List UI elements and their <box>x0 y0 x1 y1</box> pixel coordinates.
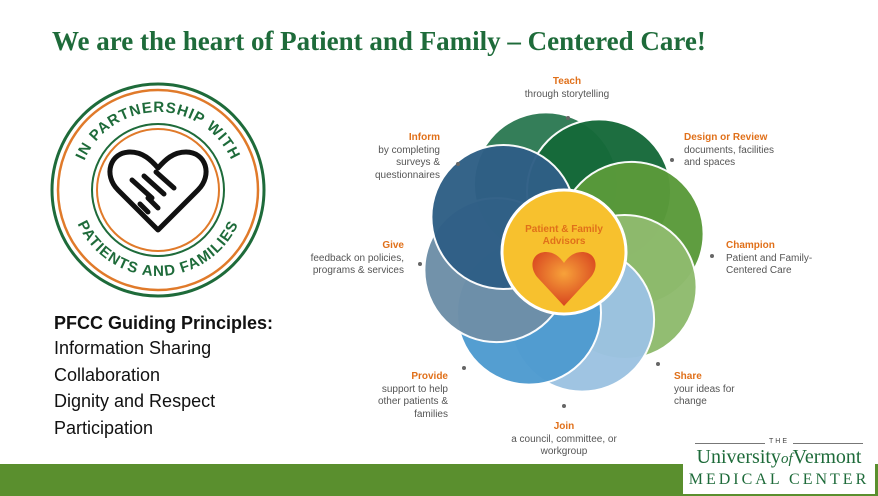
logo-rule-left <box>695 443 765 444</box>
logo-medical-center: MEDICAL CENTER <box>688 471 870 488</box>
role-text: support to help other patients & familie… <box>377 383 448 420</box>
role-give: Give feedback on policies, programs & se… <box>304 240 404 278</box>
role-heading: Teach <box>552 76 582 87</box>
role-inform: Inform by completing surveys & questionn… <box>358 132 440 182</box>
role-heading: Provide <box>411 371 448 382</box>
role-text: by completing surveys & questionnaires <box>374 144 440 181</box>
role-text: feedback on policies, programs & service… <box>310 252 404 277</box>
role-provide: Provide support to help other patients &… <box>364 371 448 421</box>
center-title-line2: Advisors <box>543 236 586 247</box>
role-join: Join a council, committee, or workgroup <box>498 421 630 459</box>
role-heading: Champion <box>726 240 775 251</box>
heart-icon <box>532 252 596 306</box>
guiding-principles: PFCC Guiding Principles: Information Sha… <box>54 311 314 441</box>
logo-word-of: of <box>780 451 793 467</box>
connector-dots <box>418 116 714 408</box>
logo-rule-right <box>793 443 863 444</box>
role-text: Patient and Family-Centered Care <box>726 252 813 277</box>
logo-university-line: UniversityofVermont <box>683 446 875 469</box>
logo-word-university: University <box>696 446 781 468</box>
advisor-roles-diagram: Patient & Family Advisors Teach through … <box>302 68 848 466</box>
center-title-line1: Patient & Family <box>525 224 603 235</box>
role-heading: Join <box>553 421 575 432</box>
logo-word-vermont: Vermont <box>792 446 862 468</box>
role-text: through storytelling <box>524 88 610 100</box>
slide-title: We are the heart of Patient and Family –… <box>52 26 706 56</box>
principle-item: Information Sharing <box>54 338 212 358</box>
role-champion: Champion Patient and Family-Centered Car… <box>726 240 821 278</box>
role-heading: Inform <box>408 132 440 143</box>
role-design: Design or Review documents, facilities a… <box>684 132 784 170</box>
badge-inner-ring-2 <box>96 128 220 252</box>
role-heading: Give <box>382 240 404 251</box>
role-heading: Share <box>674 371 702 382</box>
role-text: a council, committee, or workgroup <box>511 433 617 458</box>
badge-orange-ring <box>56 88 260 292</box>
principles-heading: PFCC Guiding Principles: <box>54 313 274 333</box>
center-circle <box>500 188 628 316</box>
heart-handshake-icon <box>107 149 209 233</box>
principle-item: Collaboration <box>54 364 161 385</box>
role-teach: Teach through storytelling <box>502 76 632 101</box>
role-share: Share your ideas for change <box>674 371 744 409</box>
role-text: documents, facilities and spaces <box>684 144 775 169</box>
badge-inner-ring-1 <box>91 123 225 257</box>
logo-the: THE <box>769 438 789 445</box>
uvm-medical-center-logo: THE UniversityofVermont MEDICAL CENTER <box>683 436 875 494</box>
principle-item: Participation <box>54 417 154 438</box>
flower-graphic: Patient & Family Advisors <box>418 111 714 408</box>
principle-item: Dignity and Respect <box>54 391 216 411</box>
role-heading: Design or Review <box>684 132 768 143</box>
badge-graphic: IN PARTNERSHIP WITH PATIENTS AND FAMILIE… <box>50 82 266 298</box>
role-text: your ideas for change <box>674 383 735 408</box>
partnership-badge: IN PARTNERSHIP WITH PATIENTS AND FAMILIE… <box>48 80 268 300</box>
